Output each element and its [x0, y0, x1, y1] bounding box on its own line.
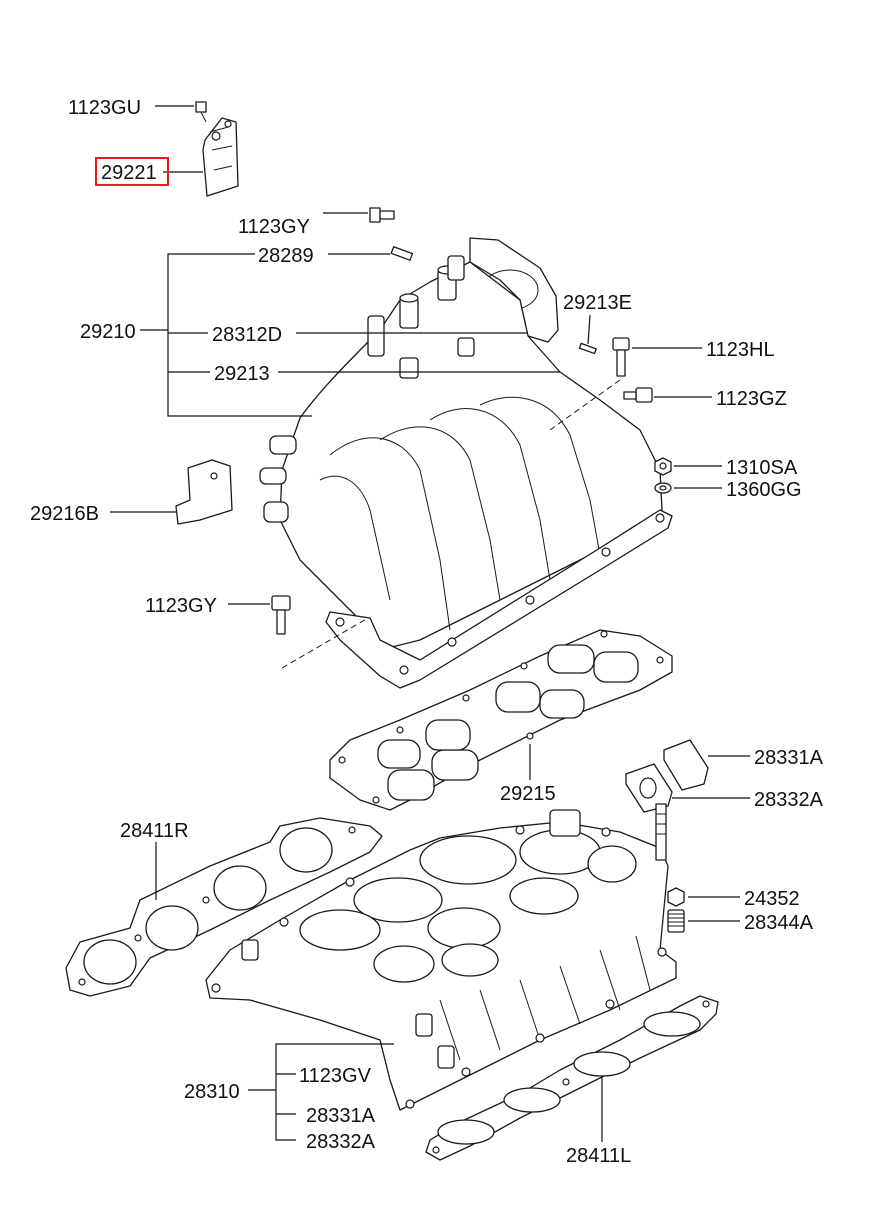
washer-1360GG[interactable] [654, 482, 672, 494]
label-29215[interactable]: 29215 [500, 783, 556, 805]
label-29213[interactable]: 29213 [214, 363, 270, 385]
label-28310[interactable]: 28310 [184, 1081, 240, 1103]
bracket-29221[interactable] [202, 117, 239, 197]
label-28332A-bot[interactable]: 28332A [306, 1131, 376, 1153]
label-28331A-bot[interactable]: 28331A [306, 1105, 376, 1127]
pin-29213E[interactable] [578, 342, 597, 355]
bolt-1123HL[interactable] [612, 337, 630, 377]
label-29213E[interactable]: 29213E [563, 292, 632, 314]
bolt-1123GY-mid[interactable] [271, 595, 291, 635]
label-1123GU[interactable]: 1123GU [68, 97, 141, 119]
label-1123HL[interactable]: 1123HL [706, 339, 775, 361]
label-29221[interactable]: 29221 [101, 162, 157, 184]
label-28411L[interactable]: 28411L [566, 1145, 631, 1167]
upper-intake-manifold-29210[interactable] [259, 237, 673, 689]
spring-28344A[interactable] [667, 909, 685, 933]
label-28344A[interactable]: 28344A [744, 912, 814, 934]
gasket-28332A-top[interactable] [625, 763, 673, 813]
leader-29213E [587, 314, 591, 345]
gasket-29215[interactable] [329, 629, 673, 811]
bolt-1123GZ[interactable] [623, 387, 653, 403]
label-28312D[interactable]: 28312D [212, 324, 282, 346]
stud-28289[interactable] [390, 246, 414, 261]
label-1123GZ[interactable]: 1123GZ [716, 388, 787, 410]
label-28411R[interactable]: 28411R [120, 820, 189, 842]
gasket-28411L[interactable] [425, 995, 719, 1161]
plate-28331A-top[interactable] [663, 739, 709, 791]
leader-29210-bracket [167, 253, 312, 417]
label-1360GG[interactable]: 1360GG [726, 479, 802, 501]
stud-28310[interactable] [655, 803, 667, 861]
label-1123GV[interactable]: 1123GV [299, 1065, 372, 1087]
gasket-28411R[interactable] [65, 817, 383, 997]
bolt-1123GY-top[interactable] [369, 207, 395, 223]
label-29216B[interactable]: 29216B [30, 503, 99, 525]
label-28331A-top[interactable]: 28331A [754, 747, 824, 769]
nut-24352[interactable] [667, 887, 685, 907]
highlight-box-29221 [95, 157, 169, 186]
nut-1310SA[interactable] [654, 457, 672, 476]
leader-28310-bracket [275, 1043, 394, 1141]
label-28332A-top[interactable]: 28332A [754, 789, 824, 811]
lower-intake-manifold-28310[interactable] [205, 809, 677, 1111]
bolt-1123GU[interactable] [195, 101, 207, 123]
label-1123GY-top[interactable]: 1123GY [238, 216, 310, 238]
label-24352[interactable]: 24352 [744, 888, 800, 910]
label-1123GY-mid[interactable]: 1123GY [145, 595, 217, 617]
label-1310SA[interactable]: 1310SA [726, 457, 798, 479]
label-29210[interactable]: 29210 [80, 321, 136, 343]
label-28289[interactable]: 28289 [258, 245, 314, 267]
cover-29216B[interactable] [175, 459, 233, 525]
